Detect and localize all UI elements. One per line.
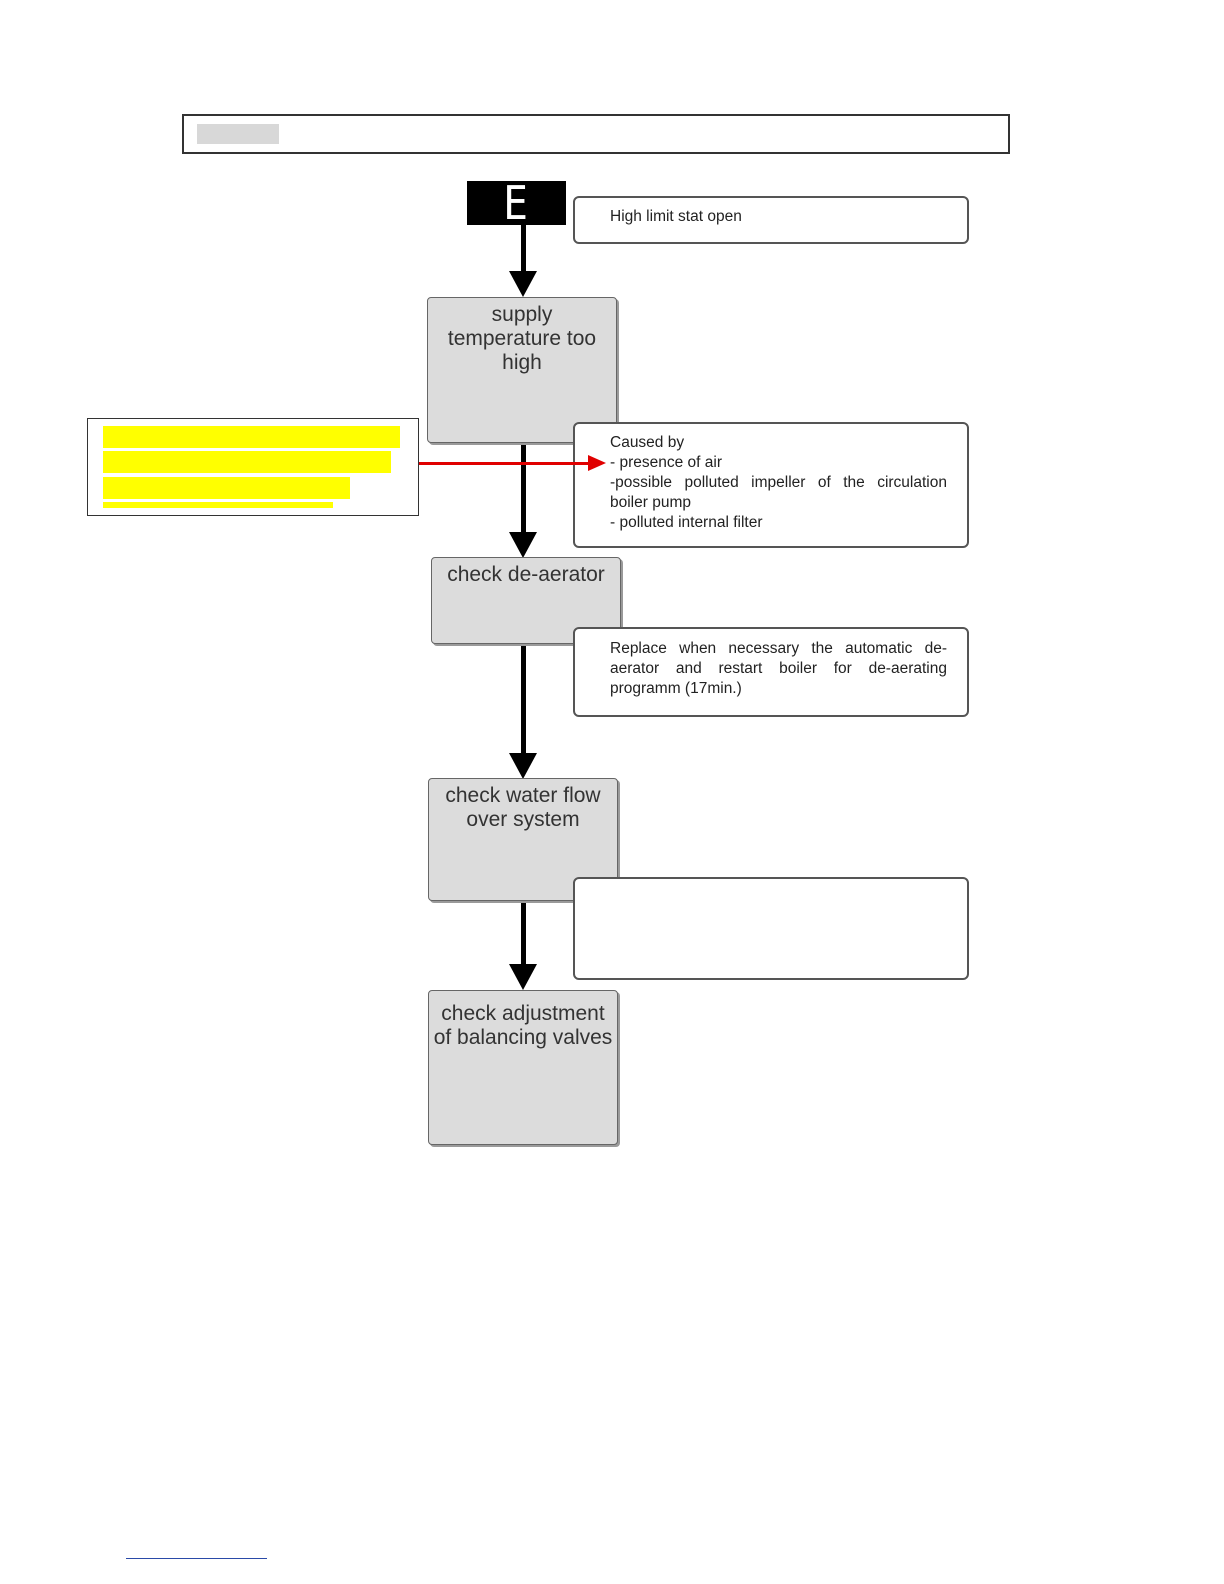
- empty-note-box: [573, 877, 969, 980]
- highlighted-redacted-line: [103, 477, 350, 499]
- pointer-arrow-line: [419, 462, 591, 465]
- step-box-check-balancing-valves: check adjustment of balancing valves: [428, 990, 618, 1145]
- connector-arrowhead: [509, 271, 537, 297]
- cause-item: - polluted internal filter: [610, 514, 763, 531]
- causes-heading: Caused by: [610, 434, 685, 451]
- connector-line: [521, 901, 526, 965]
- redacted-header-text: [197, 124, 279, 144]
- connector-line: [521, 225, 526, 273]
- step-label: check de-aerator: [447, 563, 605, 586]
- step-box-check-water-flow: check water flow over system: [428, 778, 618, 901]
- highlighted-redacted-line: [103, 426, 400, 448]
- connector-arrowhead: [509, 532, 537, 558]
- connector-arrowhead: [509, 753, 537, 779]
- footer-rule: [126, 1558, 267, 1559]
- step-label: check water flow over system: [445, 784, 601, 831]
- step-box-supply-temperature: supply temperature too high: [427, 297, 617, 443]
- fault-description: High limit stat open: [610, 208, 742, 225]
- header-box: [182, 114, 1010, 154]
- step-label: supply temperature too high: [447, 303, 597, 374]
- highlighted-redacted-line: [103, 502, 333, 508]
- step-label: check adjustment of balancing valves: [433, 1002, 613, 1049]
- cause-item: - presence of air: [610, 454, 722, 471]
- connector-arrowhead: [509, 964, 537, 990]
- fault-description-box: High limit stat open: [573, 196, 969, 244]
- error-code-display: E 12: [467, 180, 566, 270]
- connector-line: [521, 443, 526, 533]
- cause-item: -possible polluted impeller of the circu…: [610, 474, 947, 511]
- pointer-arrowhead: [588, 455, 606, 471]
- deaerator-instruction: Replace when necessary the automatic de-…: [610, 640, 947, 697]
- highlighted-redacted-line: [103, 451, 391, 473]
- causes-box: Caused by - presence of air -possible po…: [573, 422, 969, 548]
- connector-line: [521, 644, 526, 754]
- deaerator-instruction-box: Replace when necessary the automatic de-…: [573, 627, 969, 717]
